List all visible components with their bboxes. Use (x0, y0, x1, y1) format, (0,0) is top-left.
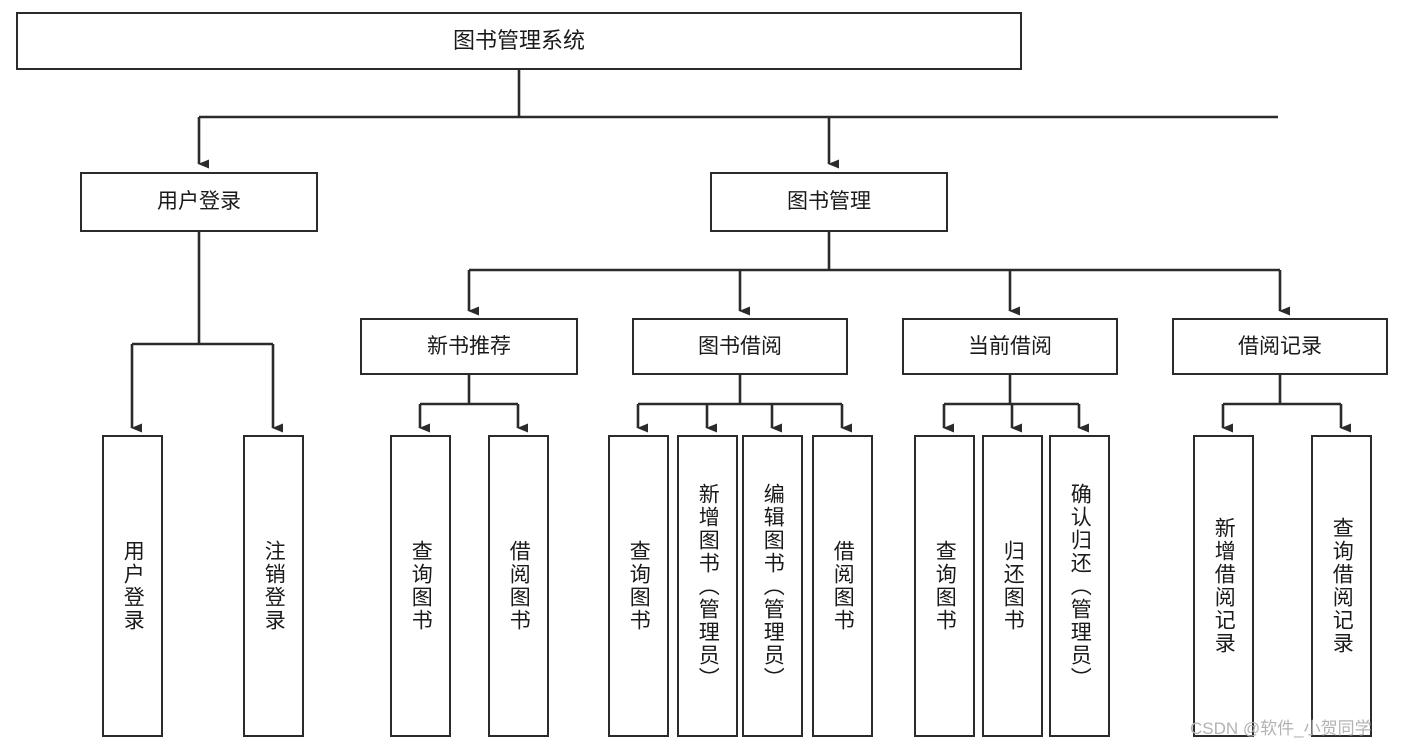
watermark-text: CSDN @软件_小贺同学 (1190, 719, 1372, 738)
node-current-borrow[interactable]: 当前借阅 (902, 318, 1118, 375)
node-user-login[interactable]: 用户登录 (80, 172, 318, 232)
node-label: 图书借阅 (698, 334, 782, 358)
node-label: 图书管理 (787, 190, 871, 214)
node-label: 查询图书 (627, 540, 651, 632)
node-label: 用户登录 (121, 540, 145, 632)
leaf-book-borrow-edit-book-admin[interactable]: 编辑图书（管理员） (742, 435, 803, 737)
node-borrow-record[interactable]: 借阅记录 (1172, 318, 1388, 375)
leaf-current-borrow-confirm-return-admin[interactable]: 确认归还（管理员） (1049, 435, 1110, 737)
node-label: 归还图书 (1001, 540, 1025, 632)
leaf-borrow-record-query-record[interactable]: 查询借阅记录 (1311, 435, 1372, 737)
leaf-borrow-record-add-record[interactable]: 新增借阅记录 (1193, 435, 1254, 737)
node-label: 新增图书（管理员） (696, 482, 720, 690)
leaf-book-borrow-query-book[interactable]: 查询图书 (608, 435, 669, 737)
leaf-new-book-borrow-book[interactable]: 借阅图书 (488, 435, 549, 737)
leaf-current-borrow-return-book[interactable]: 归还图书 (982, 435, 1043, 737)
node-book-borrow[interactable]: 图书借阅 (632, 318, 848, 375)
node-label: 新书推荐 (427, 334, 511, 358)
leaf-user-login-login[interactable]: 用户登录 (102, 435, 163, 737)
node-label: 新增借阅记录 (1212, 517, 1236, 655)
node-label: 查询图书 (409, 540, 433, 632)
leaf-current-borrow-query-book[interactable]: 查询图书 (914, 435, 975, 737)
node-label: 当前借阅 (968, 334, 1052, 358)
node-label: 图书管理系统 (452, 27, 585, 53)
node-book-management[interactable]: 图书管理 (710, 172, 948, 232)
node-label: 查询图书 (933, 540, 957, 632)
node-label: 编辑图书（管理员） (761, 482, 785, 690)
node-new-book-recommend[interactable]: 新书推荐 (360, 318, 578, 375)
node-label: 借阅图书 (507, 540, 531, 632)
node-label: 用户登录 (157, 190, 241, 214)
node-label: 注销登录 (262, 540, 286, 632)
node-label: 借阅图书 (831, 540, 855, 632)
leaf-user-login-logout[interactable]: 注销登录 (243, 435, 304, 737)
node-root-book-management-system[interactable]: 图书管理系统 (16, 12, 1022, 70)
node-label: 确认归还（管理员） (1068, 482, 1092, 690)
leaf-new-book-query-book[interactable]: 查询图书 (390, 435, 451, 737)
node-label: 查询借阅记录 (1330, 517, 1354, 655)
leaf-book-borrow-borrow-book[interactable]: 借阅图书 (812, 435, 873, 737)
node-label: 借阅记录 (1238, 334, 1322, 358)
leaf-book-borrow-add-book-admin[interactable]: 新增图书（管理员） (677, 435, 738, 737)
